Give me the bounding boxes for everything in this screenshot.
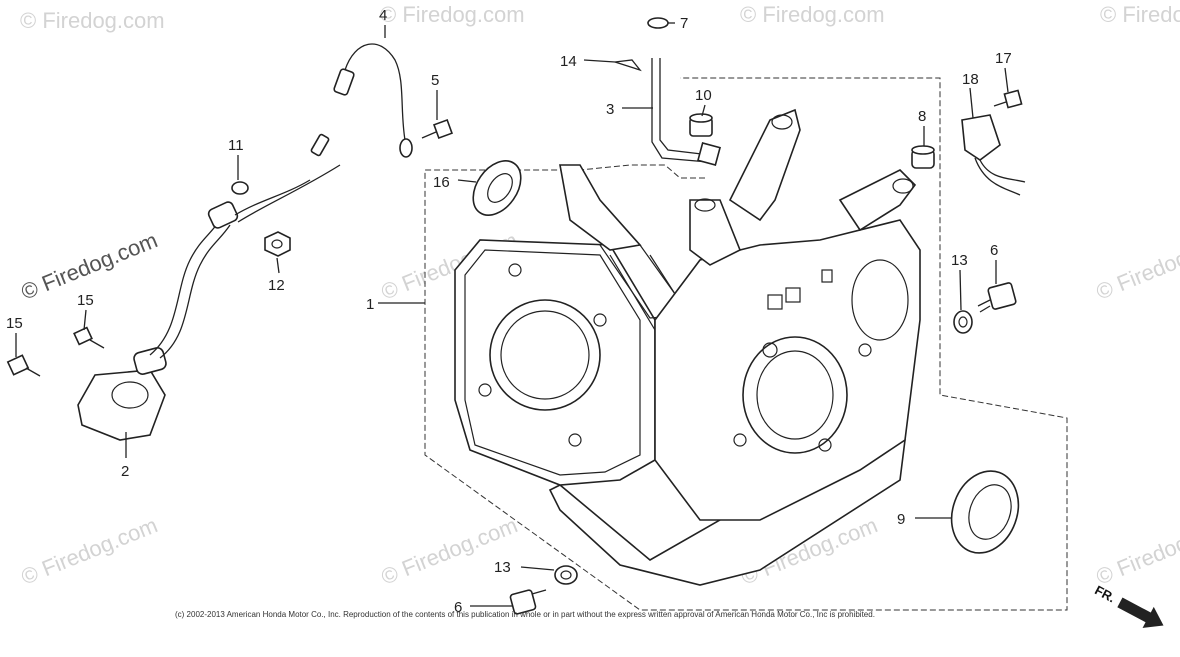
callout-18: 18: [962, 71, 979, 88]
callout-10: 10: [695, 87, 712, 104]
washer: [647, 17, 669, 29]
watermark: © Firedog.com: [20, 8, 165, 33]
ground-wire: [333, 43, 413, 158]
oil-seal: [950, 470, 1020, 554]
callout-6: 6: [454, 599, 462, 616]
callout-1: 1: [366, 296, 374, 313]
callout-6: 6: [990, 242, 998, 259]
crankcase-block: [454, 108, 921, 586]
watermark: © Firedog.com: [380, 2, 525, 27]
watermark: © Firedog.com: [378, 512, 521, 589]
grommet: [911, 145, 935, 169]
bolt-6-right: [977, 282, 1017, 313]
callout-5: 5: [431, 72, 439, 89]
watermark: © Firedog.com: [740, 2, 885, 27]
assembly-boundary: [424, 77, 1068, 611]
alert-unit: [961, 114, 1026, 196]
callout-15: 15: [77, 292, 94, 309]
watermark: © Firedog.com: [18, 512, 161, 589]
bolt-5: [421, 119, 453, 139]
breather-tube: [651, 58, 722, 167]
washer-13-right: [953, 310, 973, 334]
watermark: © Firedog.com: [1093, 227, 1180, 304]
bolt-6-bottom: [509, 589, 547, 615]
callout-15: 15: [6, 315, 23, 332]
washer-11: [231, 181, 249, 195]
callout-12: 12: [268, 277, 285, 294]
nut-12: [264, 231, 291, 257]
callout-8: 8: [918, 108, 926, 125]
callouts: 1 2 3 4 5 6 6 7 8 9 10 11 12 13 13 14 15…: [6, 7, 1012, 616]
bearing: [472, 160, 522, 216]
callout-11: 11: [228, 137, 244, 154]
watermark: © Firedog.com: [1100, 2, 1180, 27]
bolt-15-right: [73, 326, 105, 349]
callout-17: 17: [995, 50, 1012, 67]
callout-7: 7: [680, 15, 688, 32]
callout-16: 16: [433, 174, 450, 191]
washer-13-bottom: [554, 565, 578, 585]
callout-9: 9: [897, 511, 905, 528]
callout-14: 14: [560, 53, 577, 70]
callout-4: 4: [379, 7, 387, 24]
bolt-17: [993, 89, 1023, 109]
callout-13: 13: [494, 559, 511, 576]
cap: [689, 113, 713, 137]
direction-label: FR.: [1092, 582, 1118, 605]
clip: [614, 59, 642, 72]
leader-lines: [15, 22, 1009, 607]
arrow-icon: [1117, 597, 1164, 628]
oil-sensor: [77, 133, 341, 441]
front-direction-indicator: FR.: [1092, 582, 1164, 628]
callout-13: 13: [951, 252, 968, 269]
copyright-notice: (c) 2002-2013 American Honda Motor Co., …: [175, 610, 875, 619]
watermark: © Firedog.com: [1093, 512, 1180, 589]
bolt-15-left: [6, 354, 41, 377]
callout-2: 2: [121, 463, 129, 480]
callout-3: 3: [606, 101, 614, 118]
